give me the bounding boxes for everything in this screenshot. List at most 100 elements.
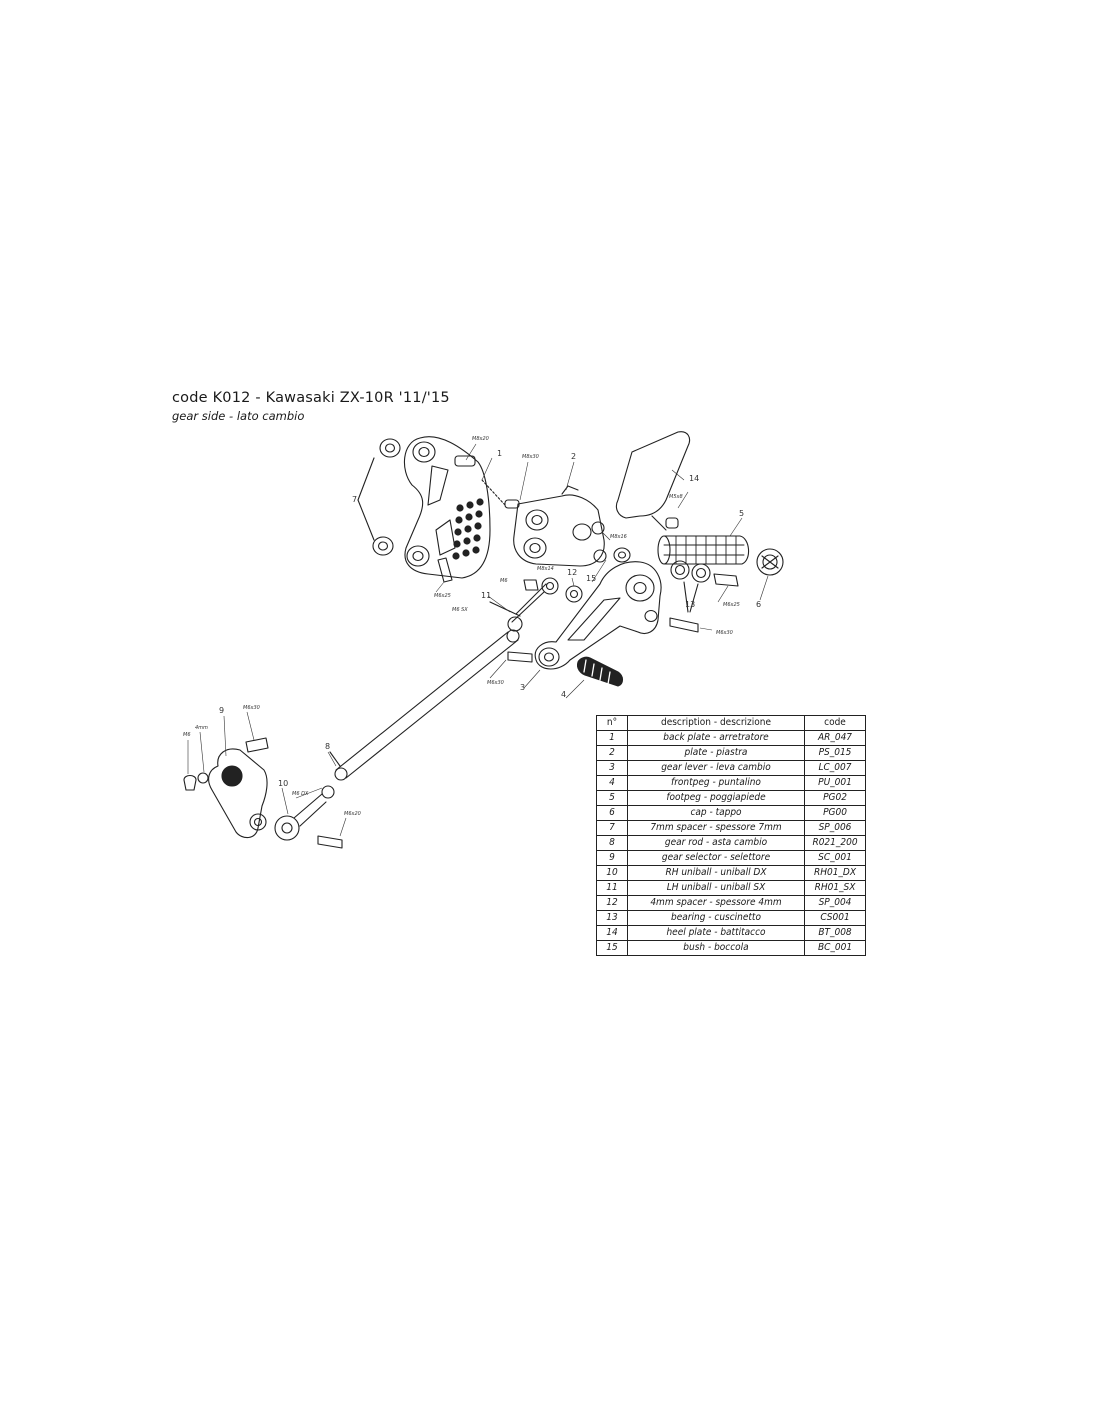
- callout-7: 7: [352, 495, 357, 504]
- part-code: BT_008: [804, 925, 866, 941]
- fastener-label: M6 SX: [452, 607, 468, 613]
- part-code: CS001: [804, 910, 866, 926]
- bolt-part: [669, 617, 699, 633]
- part-number: 6: [596, 805, 628, 821]
- callout-14: 14: [689, 474, 699, 483]
- part-description: LH uniball - uniball SX: [627, 880, 805, 896]
- part-code: PU_001: [804, 775, 866, 791]
- column-header-description: description - descrizione: [627, 715, 805, 731]
- part-description: back plate - arretratore: [627, 730, 805, 746]
- rh-uniball-part: [274, 785, 343, 849]
- frontpeg-part: [576, 656, 624, 687]
- part-description: gear selector - selettore: [627, 850, 805, 866]
- part-description: cap - tappo: [627, 805, 805, 821]
- bolt-part: [437, 557, 453, 583]
- part-code: SP_006: [804, 820, 866, 836]
- column-header-code: code: [804, 715, 866, 731]
- fastener-label: M6x30: [487, 680, 504, 686]
- cap-part: [756, 548, 784, 576]
- part-code: AR_047: [804, 730, 866, 746]
- part-number: 15: [596, 940, 628, 956]
- spacer-7mm-part: [357, 438, 401, 556]
- fastener-label: M6x30: [243, 705, 260, 711]
- part-code: PG00: [804, 805, 866, 821]
- gear-lever-part: [534, 561, 662, 670]
- callout-9: 9: [219, 706, 224, 715]
- part-description: RH uniball - uniball DX: [627, 865, 805, 881]
- lh-uniball-part: [489, 577, 559, 632]
- part-number: 12: [596, 895, 628, 911]
- part-description: bush - boccola: [627, 940, 805, 956]
- part-number: 4: [596, 775, 628, 791]
- part-description: gear rod - asta cambio: [627, 835, 805, 851]
- part-description: gear lever - leva cambio: [627, 760, 805, 776]
- callout-12: 12: [567, 568, 577, 577]
- callout-8: 8: [325, 742, 330, 751]
- callout-13: 13: [685, 600, 695, 609]
- diagram-subtitle: gear side - lato cambio: [172, 409, 305, 423]
- gear-rod-part: [329, 629, 520, 781]
- fastener-label: M8x16: [610, 534, 627, 540]
- part-description: footpeg - poggiapiede: [627, 790, 805, 806]
- fastener-label: M6x25: [723, 602, 740, 608]
- part-number: 2: [596, 745, 628, 761]
- part-description: bearing - cuscinetto: [627, 910, 805, 926]
- part-description: 7mm spacer - spessore 7mm: [627, 820, 805, 836]
- fastener-label: M8x30: [522, 454, 539, 460]
- part-description: plate - piastra: [627, 745, 805, 761]
- part-code: SC_001: [804, 850, 866, 866]
- heel-plate-part: [615, 431, 691, 531]
- part-number: 7: [596, 820, 628, 836]
- callout-11: 11: [481, 591, 491, 600]
- fastener-label: M6: [500, 578, 508, 584]
- part-description: 4mm spacer - spessore 4mm: [627, 895, 805, 911]
- callout-15: 15: [586, 574, 596, 583]
- plate-part: [504, 485, 605, 567]
- column-header-number: n°: [596, 715, 628, 731]
- callout-4: 4: [561, 690, 566, 699]
- part-number: 13: [596, 910, 628, 926]
- part-number: 11: [596, 880, 628, 896]
- callout-10: 10: [278, 779, 288, 788]
- part-number: 1: [596, 730, 628, 746]
- part-description: frontpeg - puntalino: [627, 775, 805, 791]
- fastener-label: M6: [183, 732, 191, 738]
- callout-6: 6: [756, 600, 761, 609]
- part-number: 14: [596, 925, 628, 941]
- fastener-label: M8x20: [472, 436, 489, 442]
- bearing-part: [670, 560, 739, 613]
- part-code: RH01_DX: [804, 865, 866, 881]
- part-number: 3: [596, 760, 628, 776]
- bush-part: [591, 517, 679, 563]
- callout-2: 2: [571, 452, 576, 461]
- footpeg-part: [657, 535, 750, 565]
- part-code: SP_004: [804, 895, 866, 911]
- bolt-part: [507, 651, 533, 663]
- part-description: heel plate - battitacco: [627, 925, 805, 941]
- fastener-label: M6x30: [716, 630, 733, 636]
- table-header-row: n° description - descrizione code: [596, 715, 866, 731]
- part-number: 5: [596, 790, 628, 806]
- part-code: RH01_SX: [804, 880, 866, 896]
- diagram-title: code K012 - Kawasaki ZX-10R '11/'15: [172, 390, 450, 406]
- part-code: R021_200: [804, 835, 866, 851]
- fastener-label: M8x14: [537, 566, 554, 572]
- part-code: LC_007: [804, 760, 866, 776]
- part-number: 8: [596, 835, 628, 851]
- callout-1: 1: [497, 449, 502, 458]
